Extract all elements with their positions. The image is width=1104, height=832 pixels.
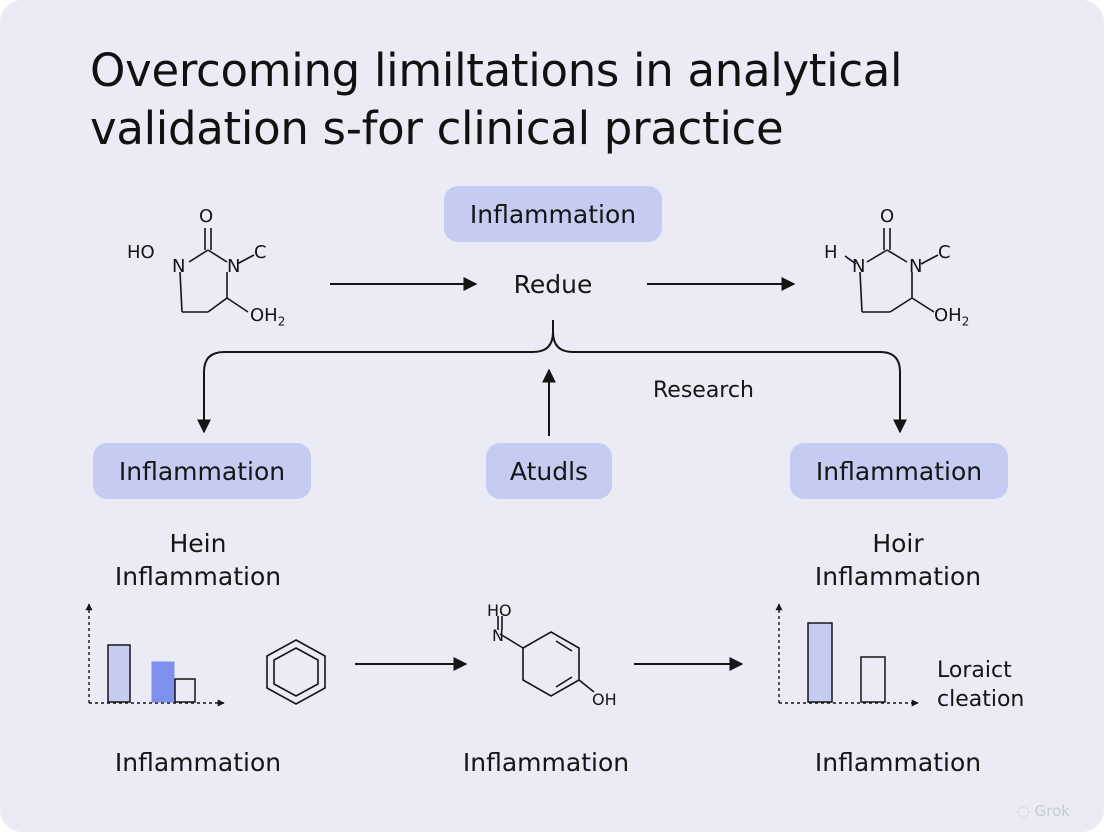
right-chart-bar-2 [860,656,886,703]
watermark-text: Grok [1034,802,1070,820]
right-caption-line-1: Hoir [872,529,924,558]
left-inflammation-pill: Inflammation [93,443,311,499]
bottom-molecule-n: N [492,626,504,645]
bottom-label-left: Inflammation [114,748,282,777]
middle-atudls-pill: Atudls [486,443,612,499]
left-caption-line-2: Inflammation [114,562,282,591]
grok-watermark: ◌ Grok [1017,802,1070,820]
molecule-bottom [497,616,595,697]
left-caption: Hein Inflammation [88,527,308,593]
right-molecule-c: C [938,242,951,263]
grok-logo-icon: ◌ [1016,802,1030,820]
right-molecule-oh2: OH2 [934,305,970,329]
benzene-ring [266,639,326,705]
brace-connector [197,320,554,434]
diagram-title: Overcoming limiltations in analytical va… [90,42,1050,158]
chart-side-label-line-1: Loraict [937,658,1012,683]
molecule-right [844,228,939,313]
bottom-molecule-ho: HO [487,601,512,620]
bottom-label-middle: Inflammation [462,748,630,777]
chart-side-label: Loraict cleation [937,656,1024,714]
right-molecule-n1: N [852,256,866,277]
left-chart-bar-3 [174,678,196,703]
title-line-2: validation s-for clinical practice [90,102,784,155]
right-caption: Hoir Inflammation [788,527,1008,593]
title-line-1: Overcoming limiltations in analytical [90,44,903,97]
bar-chart-right [775,603,919,707]
top-inflammation-pill: Inflammation [444,186,662,242]
left-molecule-oh2: OH2 [250,305,286,329]
bottom-molecule-oh: OH [592,690,617,709]
right-chart-bar-1 [807,622,833,703]
right-molecule-h: H [824,242,838,263]
bottom-label-right: Inflammation [814,748,982,777]
left-molecule-n1: N [172,256,186,277]
center-node-redue: Redue [513,270,593,299]
left-molecule-n2: N [227,256,241,277]
left-chart-bar-1 [107,644,131,703]
left-molecule-ho: HO [127,242,155,263]
bar-chart-left [85,603,225,707]
left-chart-bar-2 [151,661,175,703]
research-label: Research [653,378,754,403]
right-molecule-oxygen: O [880,206,895,227]
left-molecule-c: C [254,242,267,263]
left-caption-line-1: Hein [169,529,227,558]
right-molecule-n2: N [909,256,923,277]
right-caption-line-2: Inflammation [814,562,982,591]
molecule-left [179,228,255,313]
left-molecule-oxygen: O [199,206,214,227]
chart-side-label-line-2: cleation [937,687,1025,712]
right-inflammation-pill: Inflammation [790,443,1008,499]
